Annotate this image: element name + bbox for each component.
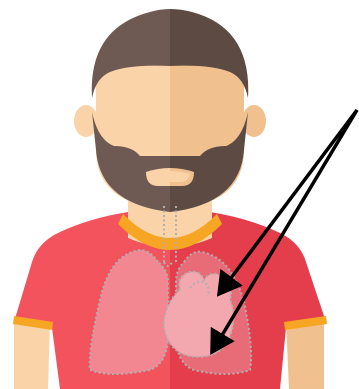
left-arm xyxy=(14,322,50,389)
mouth xyxy=(150,171,190,182)
right-arm xyxy=(286,322,324,389)
